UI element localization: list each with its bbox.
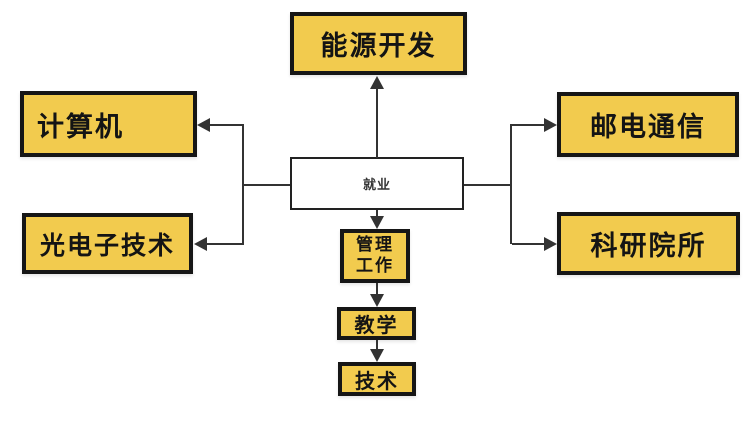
arrowhead-down-management-icon — [370, 216, 384, 229]
connector-center-to-management — [376, 210, 378, 218]
connector-center-left — [243, 184, 290, 186]
connector-right-branch-vertical — [510, 124, 512, 244]
node-teaching: 教学 — [337, 307, 416, 340]
connector-to-research — [512, 243, 545, 245]
node-postal-telecom: 邮电通信 — [557, 92, 739, 157]
connector-teaching-to-technology — [376, 340, 378, 350]
connector-center-to-energy — [376, 88, 378, 158]
node-employment: 就业 — [290, 157, 464, 210]
connector-management-to-teaching — [376, 283, 378, 295]
node-research-institutes: 科研院所 — [557, 212, 740, 275]
arrowhead-up-energy-icon — [370, 76, 384, 89]
connector-center-right — [464, 184, 512, 186]
management-line1: 管理 — [356, 235, 394, 255]
node-technology: 技术 — [338, 362, 416, 396]
node-computer: 计算机 — [20, 91, 197, 157]
connector-to-postal — [512, 124, 545, 126]
arrowhead-left-computer-icon — [197, 118, 210, 132]
arrowhead-down-teaching-icon — [370, 294, 384, 307]
arrowhead-right-postal-icon — [544, 118, 557, 132]
connector-to-optoelectronics — [207, 243, 244, 245]
node-optoelectronics: 光电子技术 — [22, 213, 193, 274]
node-energy-development: 能源开发 — [290, 12, 467, 75]
management-work-label: 管理 工作 — [356, 235, 394, 277]
arrowhead-down-technology-icon — [370, 349, 384, 362]
management-line2: 工作 — [356, 256, 394, 276]
connector-left-branch-vertical — [242, 124, 244, 244]
arrowhead-left-optoelectronics-icon — [194, 237, 207, 251]
connector-to-computer — [210, 124, 244, 126]
arrowhead-right-research-icon — [544, 237, 557, 251]
node-management-work: 管理 工作 — [340, 229, 410, 283]
